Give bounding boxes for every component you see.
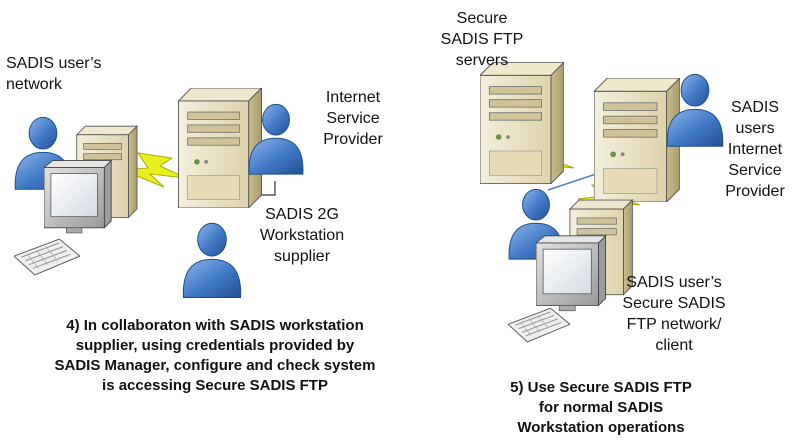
caption-line: is accessing Secure SADIS FTP bbox=[102, 377, 328, 394]
caption-line: 5) Use Secure SADIS FTP bbox=[510, 379, 692, 396]
label-line: Secure SADIS bbox=[622, 295, 726, 312]
label-line: SADIS user’s bbox=[626, 274, 722, 291]
label-line: Provider bbox=[725, 183, 785, 200]
label-line: network bbox=[6, 76, 63, 93]
keyboard-icon bbox=[14, 238, 80, 276]
label-line: servers bbox=[455, 52, 509, 69]
label-line: Provider bbox=[323, 131, 383, 148]
user-network-label: SADIS user’s network bbox=[6, 53, 101, 95]
person-icon bbox=[182, 222, 242, 299]
workstation-icon bbox=[44, 125, 138, 234]
caption-line: supplier, using credentials provided by bbox=[75, 337, 355, 354]
server-icon bbox=[480, 62, 564, 184]
lightning-icon bbox=[121, 152, 187, 188]
caption-line: Workstation operations bbox=[517, 419, 685, 436]
isp-label: Internet Service Provider bbox=[312, 87, 394, 150]
label-line: Service bbox=[728, 162, 782, 179]
caption-line: SADIS Manager, configure and check syste… bbox=[54, 357, 376, 374]
step-5-caption: 5) Use Secure SADIS FTP for normal SADIS… bbox=[476, 378, 726, 438]
label-line: client bbox=[655, 337, 693, 354]
label-line: supplier bbox=[273, 248, 331, 265]
label-line: SADIS bbox=[730, 99, 779, 116]
client-label: SADIS user’s Secure SADIS FTP network/ c… bbox=[612, 272, 736, 356]
caption-line: for normal SADIS bbox=[538, 399, 664, 416]
label-line: Internet bbox=[325, 89, 381, 106]
label-line: Internet bbox=[727, 141, 783, 158]
label-line: Service bbox=[326, 110, 380, 127]
keyboard-icon bbox=[508, 308, 570, 343]
label-line: Secure bbox=[456, 10, 508, 27]
label-line: SADIS FTP bbox=[440, 31, 524, 48]
label-line: SADIS user’s bbox=[6, 55, 102, 72]
label-line: Workstation bbox=[259, 227, 345, 244]
label-line: SADIS 2G bbox=[265, 206, 339, 223]
server-icon bbox=[178, 88, 262, 208]
caption-line: 4) In collaboraton with SADIS workstatio… bbox=[66, 317, 364, 334]
ftp-servers-label: Secure SADIS FTP servers bbox=[432, 8, 532, 71]
users-isp-label: SADIS users Internet Service Provider bbox=[718, 97, 792, 202]
label-line: FTP network/ bbox=[626, 316, 722, 333]
supplier-label: SADIS 2G Workstation supplier bbox=[252, 204, 352, 267]
label-line: users bbox=[735, 120, 775, 137]
step-4-caption: 4) In collaboraton with SADIS workstatio… bbox=[24, 316, 406, 396]
